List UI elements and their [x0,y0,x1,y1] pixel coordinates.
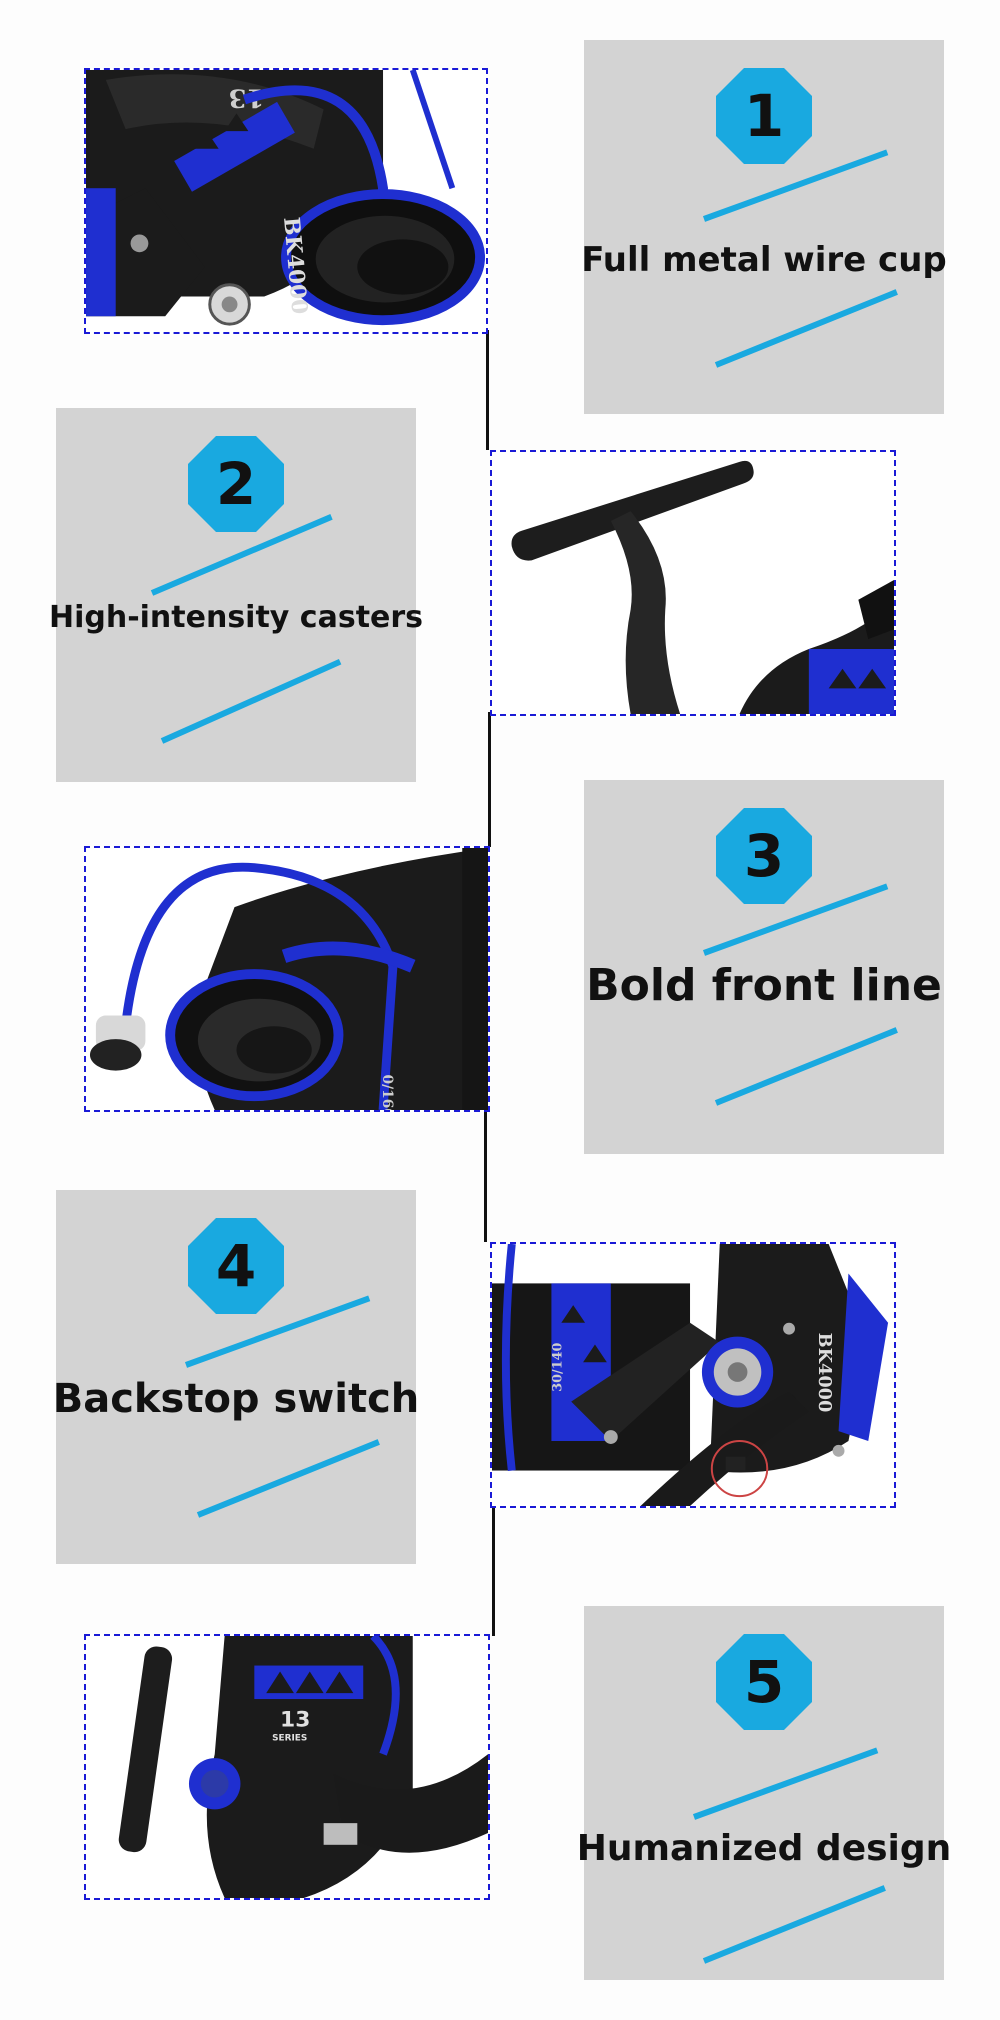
feature-number: 4 [215,1232,257,1300]
photo-handle [490,450,896,716]
photo-wire-cup: 13 BK4000 [84,68,488,334]
feature-number: 1 [743,82,785,150]
accent-line [160,658,342,744]
feature-label: Bold front line [586,960,942,1011]
connector-line [486,330,489,450]
connector-line [488,712,491,847]
feature-number: 5 [743,1648,785,1716]
feature-label: Backstop switch [52,1376,420,1422]
feature-label: Humanized design [576,1828,952,1869]
feature-panel-2: 2 High-intensity casters [49,408,423,782]
number-badge: 1 [716,68,812,164]
feature-panel-4: 4 Backstop switch [53,1190,419,1564]
reel-spool-image: 13 BK4000 [86,70,486,332]
octagon-icon [188,436,284,532]
connector-line [484,1108,487,1242]
reel-side-image: BK4000 30/140 [492,1244,894,1506]
connector-line [492,1506,495,1636]
number-badge: 5 [716,1634,812,1730]
accent-line [714,289,898,368]
octagon-icon [716,68,812,164]
accent-line [702,1885,886,1964]
series-word-text: SERIES [272,1733,307,1743]
reel-body-image: 13 SERIES [86,1636,488,1898]
capacity-text: 0/160 [379,1075,395,1110]
feature-label: Full metal wire cup [581,240,947,280]
feature-label: High-intensity casters [48,600,424,635]
accent-line [196,1439,380,1518]
octagon-icon [716,808,812,904]
number-badge: 4 [188,1218,284,1314]
feature-panel-3: 3 Bold front line [584,780,944,1154]
octagon-icon [188,1218,284,1314]
octagon-icon [716,1634,812,1730]
accent-line [714,1027,898,1106]
feature-number: 3 [743,822,785,890]
number-badge: 3 [716,808,812,904]
feature-panel-1: 1 Full metal wire cup [581,40,947,414]
feature-panel-5: 5 Humanized design [577,1606,951,1980]
number-badge: 2 [188,436,284,532]
accent-line [692,1747,879,1820]
reel-bail-image: 0/160 [86,848,488,1110]
photo-backstop: BK4000 30/140 [490,1242,896,1508]
photo-humanized: 13 SERIES [84,1634,490,1900]
series-number-text: 13 [280,1708,310,1733]
feature-number: 2 [215,450,257,518]
photo-front-line: 0/160 [84,846,490,1112]
capacity-text: 30/140 [550,1342,565,1391]
reel-handle-image [492,452,894,714]
model-text: BK4000 [814,1333,835,1413]
